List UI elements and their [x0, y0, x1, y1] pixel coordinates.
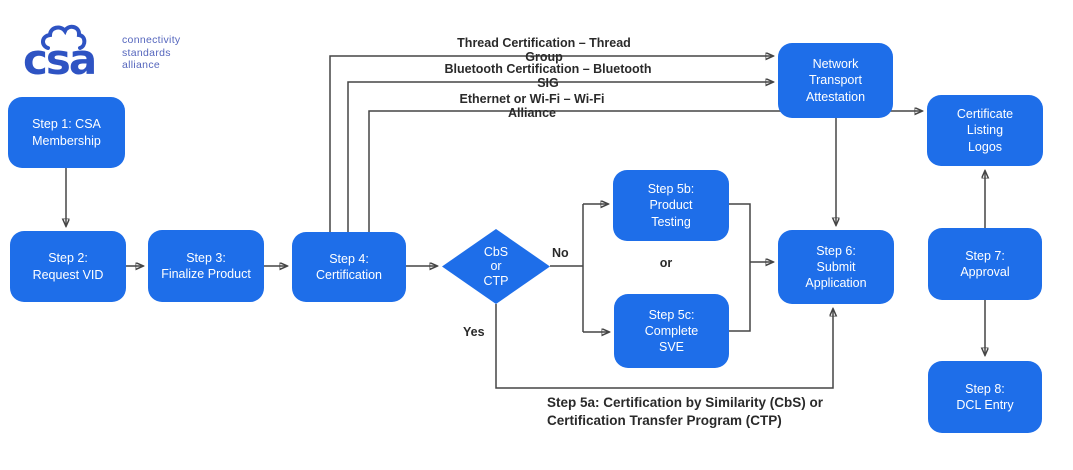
node-label: Step 1: CSA Membership — [32, 117, 101, 148]
node-label: Step 5c: Complete SVE — [644, 307, 699, 355]
node-step3-finalize-product: Step 3: Finalize Product — [148, 230, 264, 302]
node-certificate-listing-logos: Certificate Listing Logos — [927, 95, 1043, 166]
csa-wordmark: connectivity standards alliance — [122, 34, 180, 72]
node-step7-approval: Step 7: Approval — [928, 228, 1042, 300]
edge-label-thread-certification: Thread Certification – Thread Group — [457, 36, 631, 64]
node-label: Step 3: Finalize Product — [161, 250, 251, 281]
node-step6-submit-application: Step 6: Submit Application — [778, 230, 894, 304]
node-label: Certificate Listing Logos — [956, 107, 1014, 154]
node-label: Step 7: Approval — [960, 248, 1010, 279]
wordmark-line: standards — [122, 46, 171, 59]
edge-label-ethernet-wifi: Ethernet or Wi-Fi – Wi-Fi Alliance — [459, 92, 605, 120]
node-label: Step 4: Certification — [316, 251, 382, 282]
node-label: CbS or CTP — [483, 244, 509, 288]
node-label: Step 8: DCL Entry — [956, 381, 1014, 412]
wordmark-line: alliance — [122, 59, 161, 72]
csa-logo-text: csa — [23, 35, 95, 82]
node-step5b-product-testing: Step 5b: Product Testing — [613, 170, 729, 241]
wordmark-line: connectivity — [122, 34, 181, 47]
node-label: Step 5b: Product Testing — [647, 182, 695, 229]
node-label: Network Transport Attestation — [805, 57, 866, 104]
edge-label-bluetooth-certification: Bluetooth Certification – Bluetooth SIG — [444, 62, 652, 90]
node-step8-dcl-entry: Step 8: DCL Entry — [928, 361, 1042, 433]
edge-label-or: or — [659, 256, 673, 270]
node-step1-csa-membership: Step 1: CSA Membership — [8, 97, 125, 168]
node-step5c-complete-sve: Step 5c: Complete SVE — [614, 294, 729, 368]
edge-label-yes: Yes — [463, 325, 485, 339]
csa-logo: csa connectivity standards alliance — [22, 24, 180, 82]
caption-step5a: Step 5a: Certification by Similarity (Cb… — [547, 395, 824, 429]
node-step4-certification: Step 4: Certification — [292, 232, 406, 302]
csa-logo-mark-icon: csa — [23, 24, 97, 82]
edge-label-no: No — [552, 246, 569, 260]
node-network-transport-attestation: Network Transport Attestation — [778, 43, 893, 118]
node-label: Step 2: Request VID — [32, 251, 104, 282]
node-step2-request-vid: Step 2: Request VID — [10, 231, 126, 302]
node-label: Step 6: Submit Application — [805, 243, 867, 291]
